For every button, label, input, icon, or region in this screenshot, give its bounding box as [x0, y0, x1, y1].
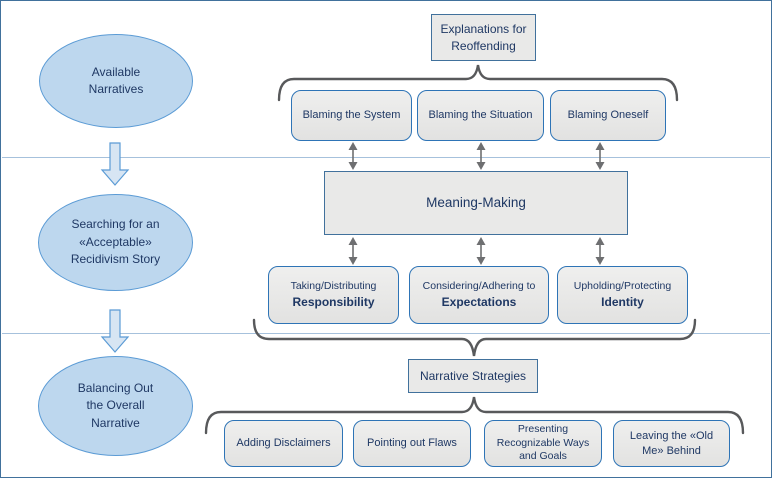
box-adding-disclaimers: Adding Disclaimers [224, 420, 343, 467]
row-divider-top [2, 157, 770, 158]
ellipse-label: Searching for an «Acceptable» Recidivism… [70, 217, 161, 267]
double-arrow-icon [595, 237, 605, 265]
double-arrow-icon [348, 237, 358, 265]
box-pointing-out-flaws: Pointing out Flaws [353, 420, 471, 467]
brace-strategies [204, 396, 745, 435]
ellipse-available-narratives: Available Narratives [39, 34, 193, 128]
down-flow-arrow-icon [100, 142, 130, 186]
double-arrow-icon [595, 142, 605, 170]
box-taking-distributing-responsibility: Taking/Distributing Responsibility [268, 266, 399, 324]
double-arrow-icon [476, 142, 486, 170]
double-arrow-icon [476, 237, 486, 265]
box-blaming-the-situation: Blaming the Situation [417, 90, 544, 141]
ellipse-searching-acceptable-story: Searching for an «Acceptable» Recidivism… [38, 194, 193, 291]
explanations-title-box: Explanations for Reoffending [431, 14, 536, 61]
ellipse-label: Available Narratives [88, 64, 144, 96]
ellipse-balancing-overall-narrative: Balancing Out the Overall Narrative [38, 356, 193, 456]
brace-mechanisms [252, 318, 697, 357]
ellipse-label: Balancing Out the Overall Narrative [77, 380, 154, 430]
down-flow-arrow-icon [100, 309, 130, 353]
box-leaving-old-me-behind: Leaving the «Old Me» Behind [613, 420, 730, 467]
narrative-strategies-box: Narrative Strategies [408, 359, 538, 393]
box-considering-adhering-expectations: Considering/Adhering to Expectations [409, 266, 549, 324]
brace-explanations [277, 64, 679, 102]
box-blaming-oneself: Blaming Oneself [550, 90, 666, 141]
box-upholding-protecting-identity: Upholding/Protecting Identity [557, 266, 688, 324]
explanations-title: Explanations for Reoffending [440, 22, 527, 53]
box-blaming-the-system: Blaming the System [291, 90, 412, 141]
box-presenting-recognizable-ways: Presenting Recognizable Ways and Goals [484, 420, 602, 467]
double-arrow-icon [348, 142, 358, 170]
meaning-making-box: Meaning-Making [324, 171, 628, 235]
row-divider-bottom [2, 333, 770, 334]
